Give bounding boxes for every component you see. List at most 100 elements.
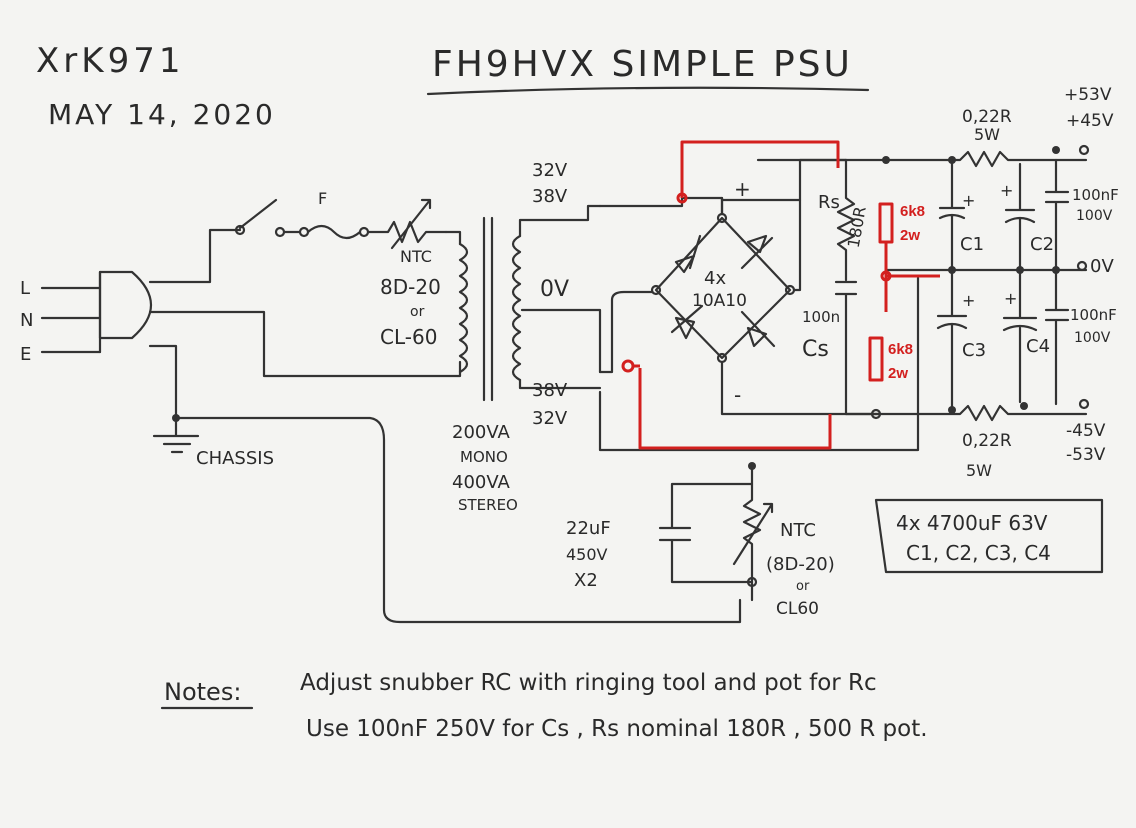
node-zero-1 [948,266,956,274]
caps-box-line1: 4x 4700uF 63V [896,511,1048,535]
c1-label: C1 [960,234,984,255]
transformer-core [482,216,494,402]
red-resistor-bottom [868,336,884,382]
gl-cap-a: 22uF [566,518,611,539]
negative-rail-wire [720,360,880,416]
node-neg-3 [1020,402,1028,410]
film-top-a: 100nF [1072,186,1119,204]
capacitor-c2: + [1000,162,1036,268]
v-neg-a: -45V [1066,421,1106,441]
positive-rail [844,150,1088,168]
zero-volt-return [598,276,920,452]
ground-lift-capacitor [658,464,754,602]
secondary-top-wire [518,204,602,238]
chassis-ground-icon [152,416,200,454]
red-bot-value: 6k8 [888,341,913,358]
svg-text:+: + [1000,181,1013,200]
wire-ac2-bridge [598,290,654,374]
gl-ntc: NTC [780,520,816,541]
ntc-primary-part-a: 8D-20 [380,275,441,299]
rs-resistor [836,158,856,282]
terminal-neg [1078,398,1090,410]
red-top-value: 6k8 [900,203,925,220]
red-resistor-link [884,242,940,312]
capacitor-film-bottom [1044,272,1070,406]
ntc-primary-label: NTC [400,247,432,266]
capacitor-c3: + [936,272,975,408]
res-top-value: 0,22R [962,107,1012,127]
notes-heading: Notes: [164,678,241,706]
ntc-primary-arrow [390,198,432,250]
date-text: MAY 14, 2020 [48,98,276,131]
earth-wire [148,344,178,420]
rs-value: 180R [844,205,870,249]
red-node-bottom [621,359,635,373]
wire-bridge-right-loop [720,198,802,292]
negative-rail-output [844,404,1088,422]
title-text: FH9HVX SIMPLE PSU [432,44,853,85]
gl-or: or [796,579,810,594]
capacitor-film-top [1044,158,1070,268]
terminal-zero [1076,260,1088,272]
bridge-node-left [650,284,662,296]
ground-lift-ntc-arrow [732,502,774,566]
terminal-pos [1078,144,1090,156]
bridge-count: 4x [704,268,726,289]
rating-c: 400VA [452,472,511,493]
node-pos-2 [948,156,956,164]
capacitor-c1: + [938,162,975,268]
positive-rail-start [798,158,848,202]
c2-label: C2 [1030,234,1054,255]
node-zero-2 [1016,266,1024,274]
chassis-label: CHASSIS [196,448,274,469]
wire-ac1-bridge [598,196,724,216]
transformer-primary-coil [458,242,469,374]
svg-text:+: + [1004,289,1017,308]
red-top-power: 2w [900,227,920,244]
v-pos-a: +53V [1064,85,1112,105]
caps-box-line2: C1, C2, C3, C4 [906,541,1051,565]
bridge-plus: + [734,177,751,201]
v-neg-b: -53V [1066,445,1106,465]
mains-label-n: N [20,310,33,331]
fuse-symbol [306,224,362,240]
v-pos-b: +45V [1066,111,1114,131]
ntc-primary-or: or [410,304,425,320]
ntc-primary-resistor [366,220,448,244]
rs-label: Rs [818,192,840,213]
cs-value: 100n [802,308,840,326]
notes-line2: Use 100nF 250V for Cs , Rs nominal 180R … [306,716,928,742]
ground-lift-ntc [742,482,762,584]
ntc-primary-part-b: CL-60 [380,325,437,349]
bridge-minus: - [734,383,741,407]
ground-lift-node [748,462,756,470]
node-zero-3 [1052,266,1060,274]
chassis-return-wire [174,416,742,624]
red-bot-power: 2w [888,365,908,382]
red-node-mid [880,270,892,282]
mains-label-e: E [20,344,31,365]
res-bot-value: 0,22R [962,431,1012,451]
fuse-pin-b [358,226,370,238]
fuse-label: F [318,189,327,208]
sec-top-b: 38V [532,186,568,207]
c4-label: C4 [1026,336,1050,357]
sec-center: 0V [540,277,569,302]
switch-contact-b [274,226,286,238]
title-underline [426,86,870,96]
transformer-secondary-coil [511,234,522,382]
switch-lever [238,198,278,230]
caps-spec-box [874,498,1104,574]
bridge-part: 10A10 [692,291,747,311]
c3-label: C3 [962,340,986,361]
red-annotation-bottom-loop [638,368,832,450]
cs-capacitor [834,280,858,416]
notes-line1: Adjust snubber RC with ringing tool and … [300,670,877,696]
gl-cap-c: X2 [574,570,598,591]
cs-label: Cs [802,337,829,362]
film-bot-b: 100V [1074,330,1111,346]
node-pos-1 [882,156,890,164]
author-text: XrK971 [36,41,184,81]
